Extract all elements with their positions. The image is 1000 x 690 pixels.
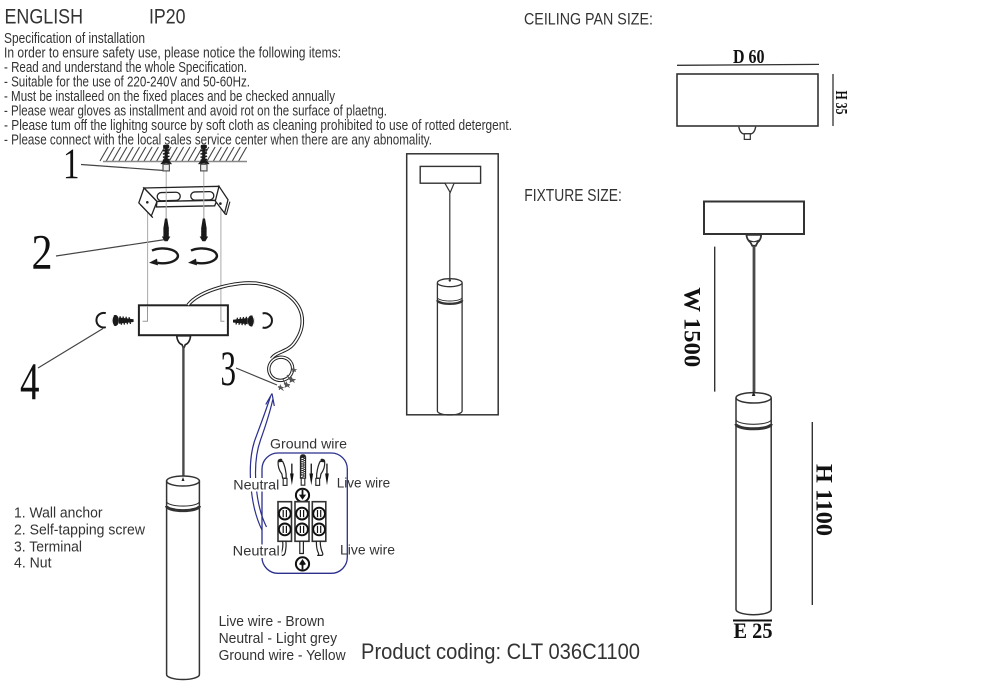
svg-text:3: 3 bbox=[221, 340, 237, 396]
svg-text:Live wire: Live wire bbox=[337, 475, 391, 491]
svg-text:3. Terminal: 3. Terminal bbox=[14, 539, 82, 556]
svg-text:Specification of installation: Specification of installation bbox=[4, 31, 145, 47]
svg-text:CEILING PAN SIZE:: CEILING PAN SIZE: bbox=[524, 9, 653, 28]
svg-text:- Suitable for the use of 220-: - Suitable for the use of 220-240V and 5… bbox=[4, 75, 250, 91]
svg-text:W 1500: W 1500 bbox=[680, 287, 705, 367]
svg-text:- Please tum off the lighitng: - Please tum off the lighitng source by … bbox=[4, 118, 512, 134]
svg-text:4. Nut: 4. Nut bbox=[14, 555, 52, 572]
svg-text:2. Self-tapping screw: 2. Self-tapping screw bbox=[14, 522, 145, 539]
svg-text:- Please connect with the loca: - Please connect with the local sales se… bbox=[4, 133, 432, 149]
svg-text:- Please wear gloves as instal: - Please wear gloves as installment and … bbox=[4, 104, 387, 120]
svg-text:E 25: E 25 bbox=[734, 618, 773, 643]
svg-text:Neutral: Neutral bbox=[233, 543, 280, 559]
svg-text:4: 4 bbox=[20, 353, 40, 411]
svg-text:H 35: H 35 bbox=[832, 91, 851, 115]
svg-text:Live wire: Live wire bbox=[340, 542, 395, 558]
svg-text:- Must be installeed on the fi: - Must be installeed on the fixed places… bbox=[4, 89, 336, 105]
svg-text:1: 1 bbox=[63, 141, 80, 188]
svg-text:In order to ensure safety use,: In order to ensure safety use, please no… bbox=[4, 46, 341, 62]
svg-text:Product coding: CLT 036C1100: Product coding: CLT 036C1100 bbox=[361, 639, 640, 664]
svg-text:Neutral: Neutral bbox=[233, 477, 279, 493]
svg-text:2: 2 bbox=[32, 224, 53, 280]
svg-text:1. Wall anchor: 1. Wall anchor bbox=[14, 505, 103, 522]
svg-text:H 1100: H 1100 bbox=[812, 464, 837, 536]
svg-text:Ground wire - Yellow: Ground wire - Yellow bbox=[219, 647, 346, 664]
svg-text:IP20: IP20 bbox=[149, 5, 186, 29]
svg-text:- Read and understand the whol: - Read and understand the whole Specific… bbox=[4, 60, 247, 76]
svg-text:FIXTURE SIZE:: FIXTURE SIZE: bbox=[524, 185, 622, 205]
svg-text:Live wire - Brown: Live wire - Brown bbox=[219, 613, 325, 630]
svg-text:Neutral - Light grey: Neutral - Light grey bbox=[219, 630, 338, 647]
svg-text:ENGLISH: ENGLISH bbox=[5, 5, 84, 29]
svg-text:Ground wire: Ground wire bbox=[270, 436, 347, 452]
svg-text:D 60: D 60 bbox=[733, 46, 765, 68]
